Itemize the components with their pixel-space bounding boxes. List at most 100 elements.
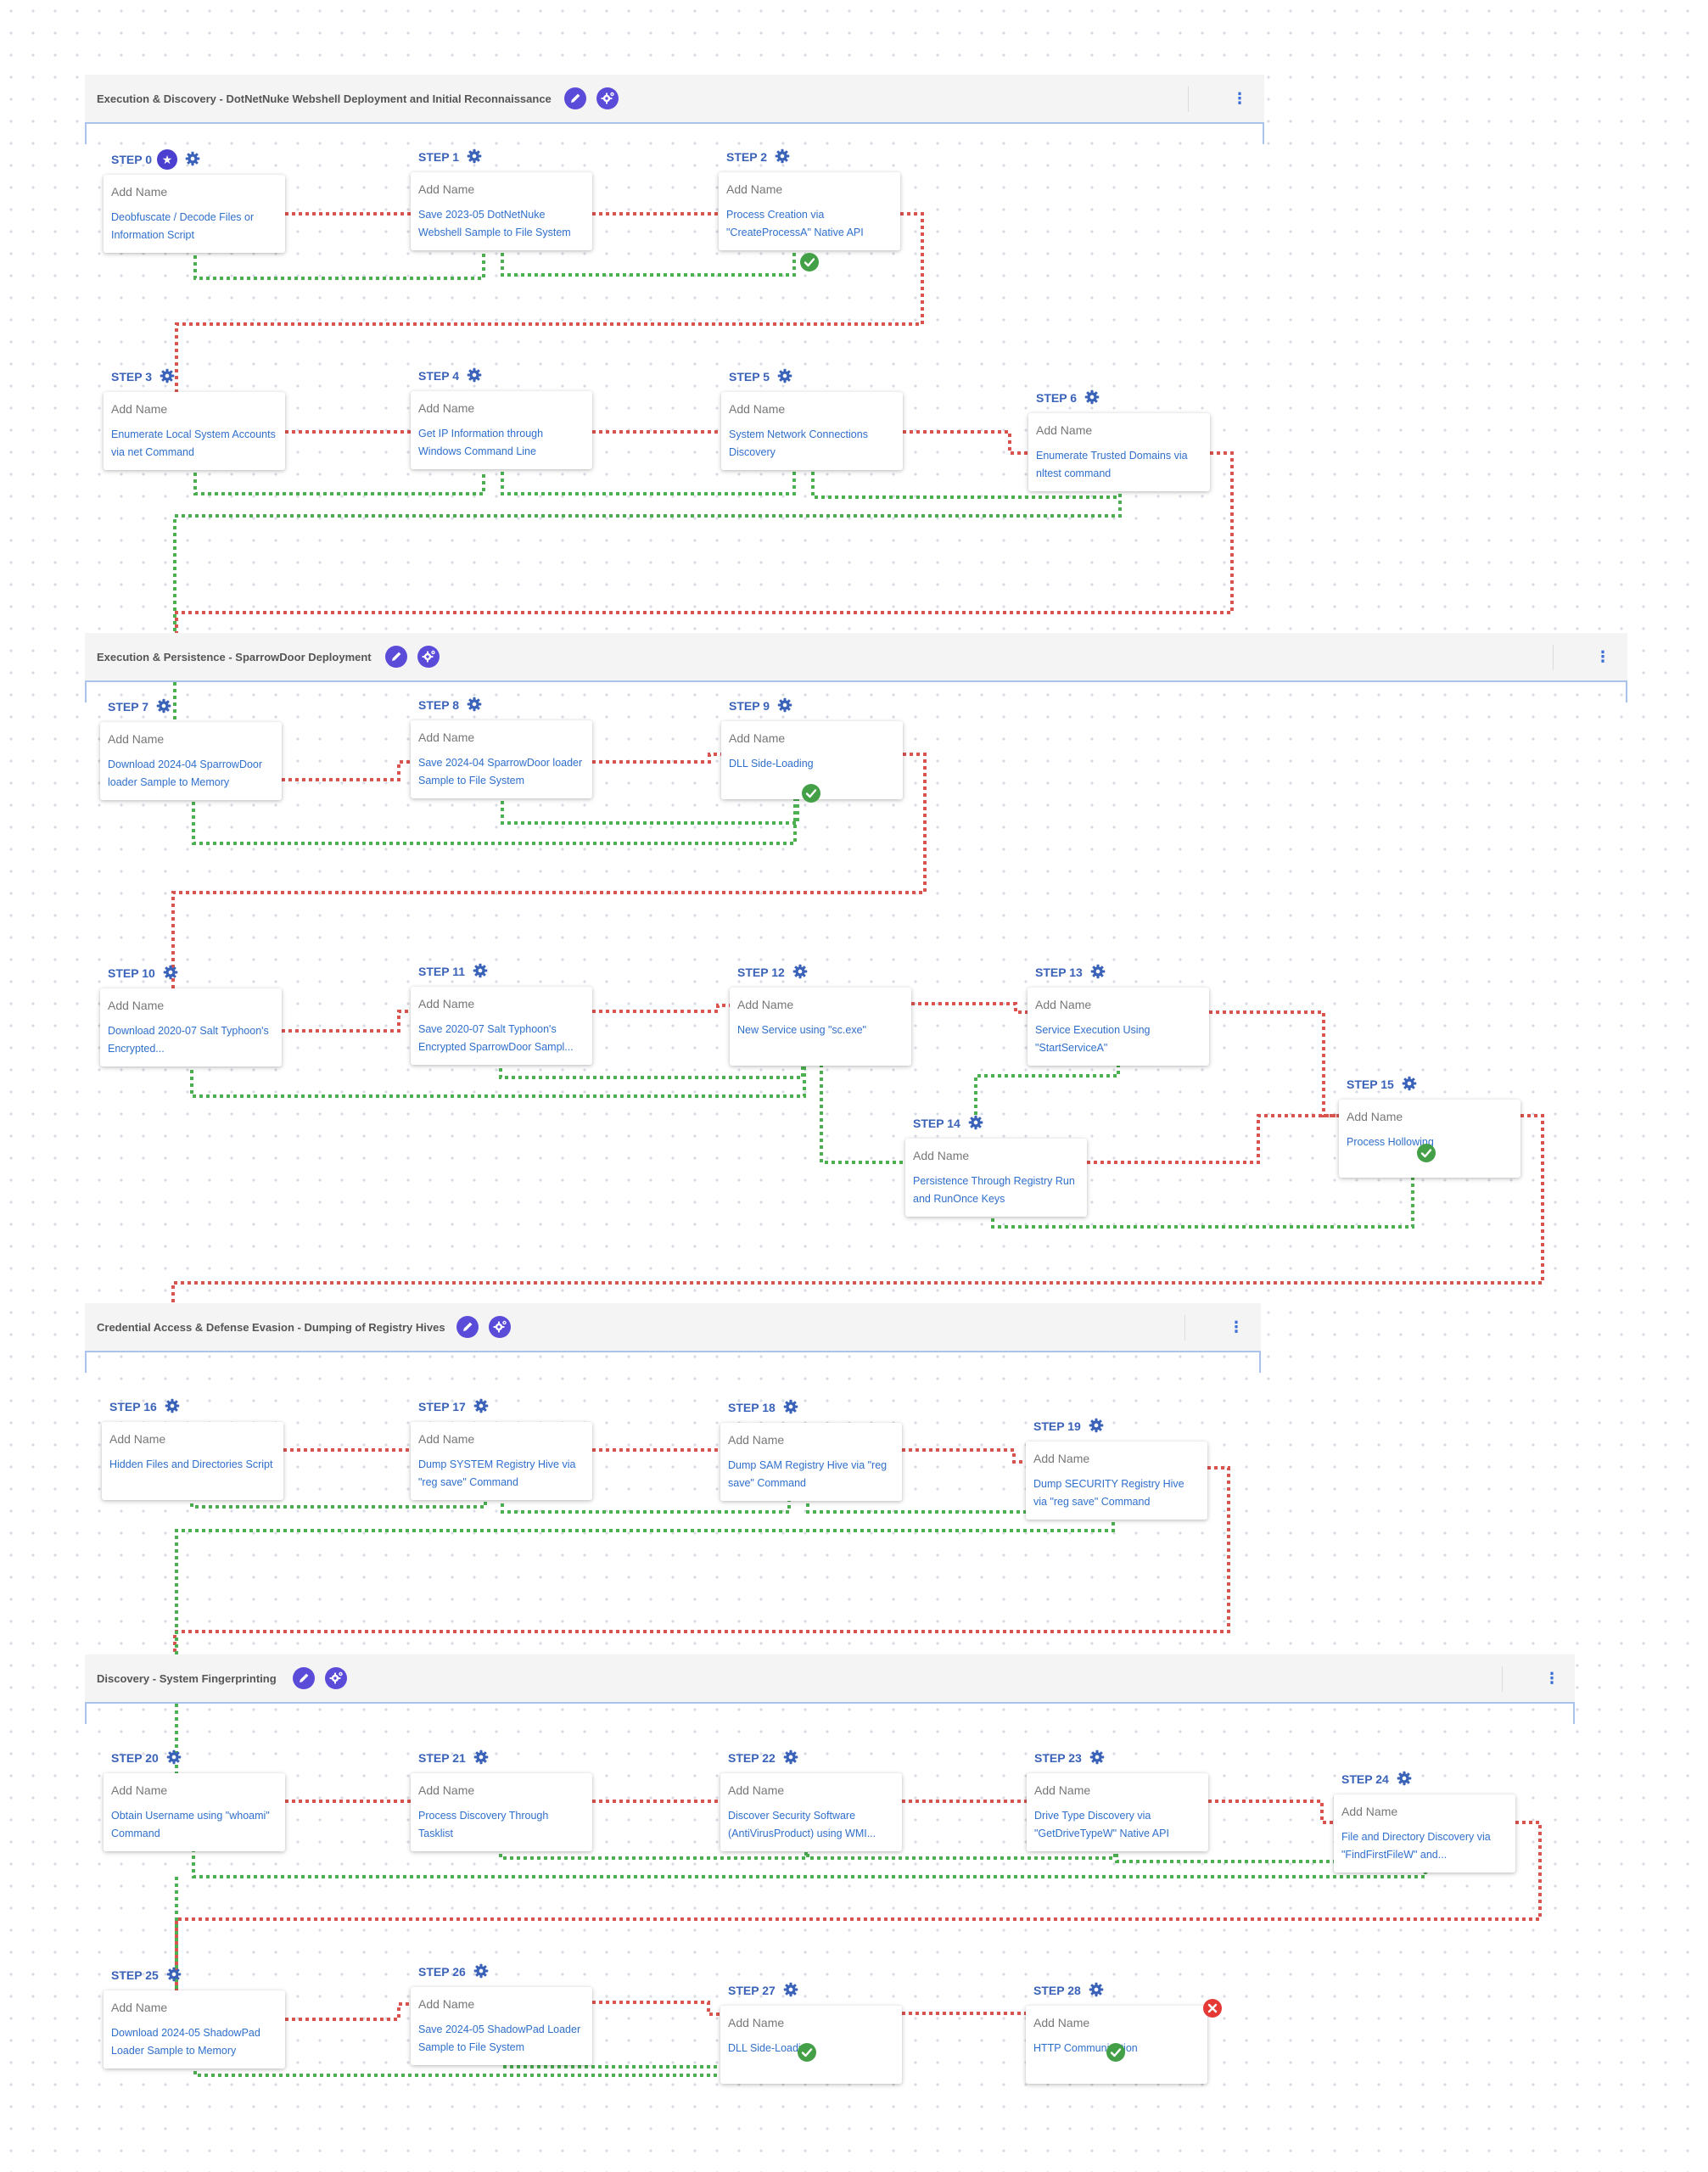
kebab-menu-icon[interactable]: ⋮ [1544, 1670, 1560, 1687]
step-name-field[interactable]: Add Name [728, 1433, 785, 1447]
kebab-menu-icon[interactable]: ⋮ [1232, 90, 1247, 107]
gear-icon[interactable] [1397, 1771, 1412, 1786]
step-description-link[interactable]: Enumerate Local System Accounts via net … [111, 428, 276, 458]
gear-icon[interactable] [473, 1398, 489, 1413]
gear-icon[interactable] [160, 368, 175, 383]
section-settings-button[interactable] [325, 1667, 347, 1689]
step-description-link[interactable]: Save 2024-04 SparrowDoor loader Sample t… [418, 757, 583, 787]
step-name-field[interactable]: Add Name [418, 182, 475, 196]
step-name-field[interactable]: Add Name [1034, 1783, 1091, 1797]
step-name-field[interactable]: Add Name [1035, 998, 1092, 1011]
step-description-link[interactable]: Save 2024-05 ShadowPad Loader Sample to … [418, 2024, 581, 2053]
gear-icon[interactable] [1402, 1076, 1417, 1091]
step-name-field[interactable]: Add Name [111, 402, 168, 416]
gear-icon[interactable] [775, 148, 790, 164]
step-description-link[interactable]: Download 2020-07 Salt Typhoon's Encrypte… [108, 1025, 269, 1055]
edit-section-button[interactable] [293, 1667, 315, 1689]
step-description-link[interactable]: Dump SAM Registry Hive via "reg save" Co… [728, 1459, 888, 1489]
gear-icon[interactable] [783, 1982, 798, 1997]
step-name-field[interactable]: Add Name [913, 1149, 970, 1162]
step-description-link[interactable]: Download 2024-04 SparrowDoor loader Samp… [108, 759, 263, 788]
step-name-field[interactable]: Add Name [729, 402, 786, 416]
kebab-menu-icon[interactable]: ⋮ [1229, 1318, 1244, 1335]
step-description-link[interactable]: Process Discovery Through Tasklist [418, 1810, 549, 1839]
section-settings-button[interactable] [417, 646, 440, 668]
step-name-field[interactable]: Add Name [108, 999, 165, 1012]
step-name-field[interactable]: Add Name [728, 1783, 785, 1797]
step-description-link[interactable]: Drive Type Discovery via "GetDriveTypeW"… [1034, 1810, 1169, 1839]
gear-icon[interactable] [1089, 1749, 1105, 1765]
step-description-link[interactable]: New Service using "sc.exe" [737, 1024, 866, 1036]
gear-icon[interactable] [783, 1749, 798, 1765]
step-description-link[interactable]: Discover Security Software (AntiVirusPro… [728, 1810, 876, 1839]
step-name-field[interactable]: Add Name [726, 182, 783, 196]
gear-icon[interactable] [165, 1398, 180, 1413]
gear-icon[interactable] [473, 963, 488, 978]
step-name-field[interactable]: Add Name [418, 1432, 475, 1446]
step-name-field[interactable]: Add Name [418, 401, 475, 415]
step-name-field[interactable]: Add Name [111, 2001, 168, 2014]
kebab-menu-icon[interactable]: ⋮ [1595, 648, 1610, 665]
step-name-field[interactable]: Add Name [1033, 1452, 1090, 1465]
step-description-link[interactable]: Save 2023-05 DotNetNuke Webshell Sample … [418, 209, 571, 238]
step-name-field[interactable]: Add Name [1347, 1110, 1403, 1123]
step-description-link[interactable]: Process Creation via "CreateProcessA" Na… [726, 209, 864, 238]
step-name-field[interactable]: Add Name [111, 1783, 168, 1797]
step-name-field[interactable]: Add Name [418, 1997, 475, 2011]
step-name-field[interactable]: Add Name [418, 997, 475, 1010]
star-icon[interactable]: ★ [157, 149, 177, 171]
step-description-link[interactable]: Save 2020-07 Salt Typhoon's Encrypted Sp… [418, 1023, 574, 1053]
step-description-link[interactable]: Obtain Username using "whoami" Command [111, 1810, 270, 1839]
gear-icon[interactable] [1084, 389, 1100, 405]
step-description-link[interactable]: Get IP Information through Windows Comma… [418, 428, 544, 457]
step-description-link[interactable]: Hidden Files and Directories Script [109, 1458, 273, 1470]
gear-icon[interactable] [166, 1749, 182, 1765]
gear-icon[interactable] [1089, 1418, 1104, 1433]
step-name-field[interactable]: Add Name [728, 2016, 785, 2029]
step-name-field[interactable]: Add Name [108, 732, 165, 746]
section-settings-button[interactable] [489, 1316, 511, 1338]
edit-section-button[interactable] [564, 87, 586, 109]
gear-icon[interactable] [163, 965, 178, 980]
gear-icon[interactable] [1089, 1982, 1104, 1997]
gear-icon[interactable] [467, 367, 482, 383]
step-name-field[interactable]: Add Name [1036, 423, 1093, 437]
edit-section-button[interactable] [385, 646, 407, 668]
gear-icon[interactable] [792, 964, 808, 979]
gear-icon[interactable] [473, 1749, 489, 1765]
step-name-field[interactable]: Add Name [729, 731, 786, 745]
step-name-field[interactable]: Add Name [418, 731, 475, 744]
gear-icon[interactable] [467, 148, 482, 164]
gear-icon[interactable] [777, 697, 792, 713]
gear-icon[interactable] [1090, 964, 1106, 979]
gear-icon[interactable] [777, 368, 792, 383]
step-name-field[interactable]: Add Name [1033, 2016, 1090, 2029]
gear-icon[interactable] [968, 1115, 983, 1130]
step-name-field[interactable]: Add Name [1341, 1805, 1398, 1818]
step-description-link[interactable]: System Network Connections Discovery [729, 428, 868, 458]
